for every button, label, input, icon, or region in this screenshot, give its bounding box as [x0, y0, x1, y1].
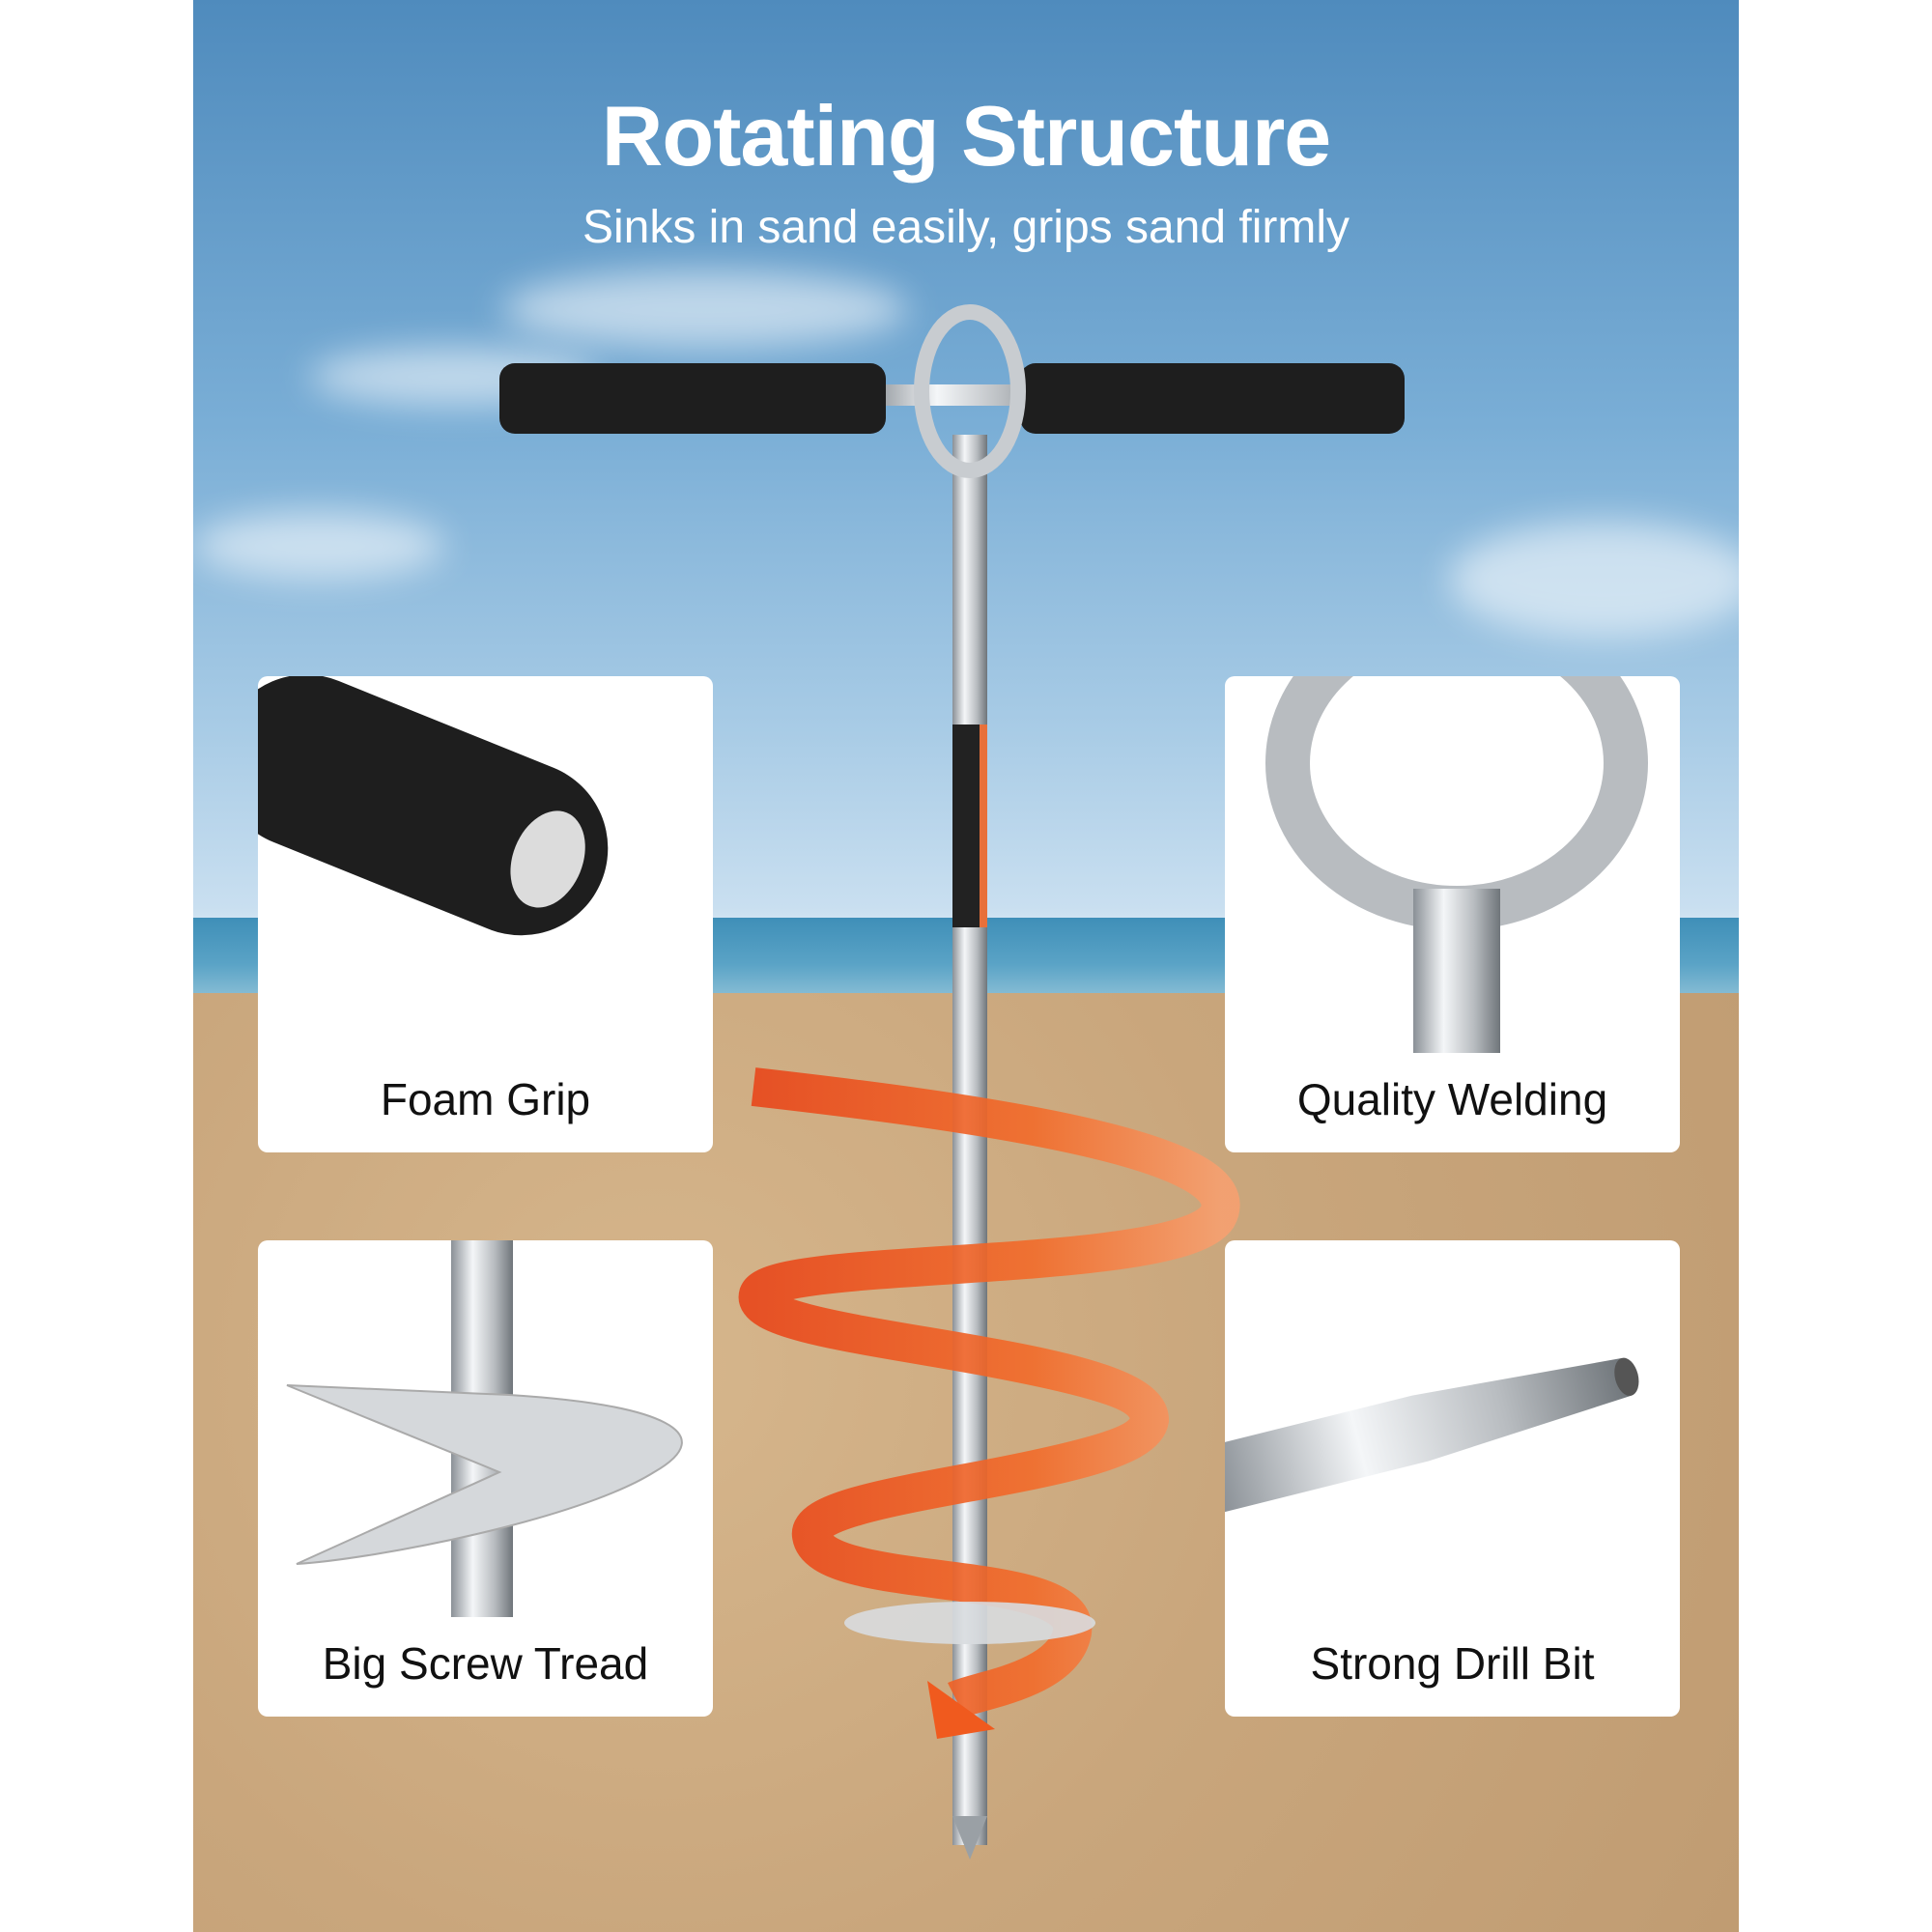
feature-label: Big Screw Tread — [322, 1638, 649, 1689]
feature-card-quality-welding: Quality Welding — [1225, 676, 1680, 1152]
foam-grip-icon — [258, 676, 609, 936]
foam-handle-right — [1020, 363, 1405, 434]
feature-card-big-screw-tread: Big Screw Tread — [258, 1240, 713, 1717]
screw-tread-icon — [286, 1240, 683, 1617]
eye-ring — [914, 304, 1026, 478]
foam-handle-left — [499, 363, 886, 434]
feature-card-foam-grip: Foam Grip — [258, 676, 713, 1152]
eye-ring-icon — [1265, 676, 1648, 1053]
rotation-arrow — [738, 1067, 1240, 1719]
feature-label: Strong Drill Bit — [1310, 1638, 1595, 1689]
screw-tread — [844, 1602, 1095, 1644]
page-subtitle: Sinks in sand easily, grips sand firmly — [582, 202, 1350, 253]
feature-label: Quality Welding — [1296, 1074, 1608, 1124]
feature-card-strong-drill-bit: Strong Drill Bit — [1225, 1240, 1680, 1717]
drill-bit-icon — [1225, 1357, 1639, 1513]
feature-label: Foam Grip — [380, 1074, 591, 1124]
page-title: Rotating Structure — [601, 88, 1331, 184]
